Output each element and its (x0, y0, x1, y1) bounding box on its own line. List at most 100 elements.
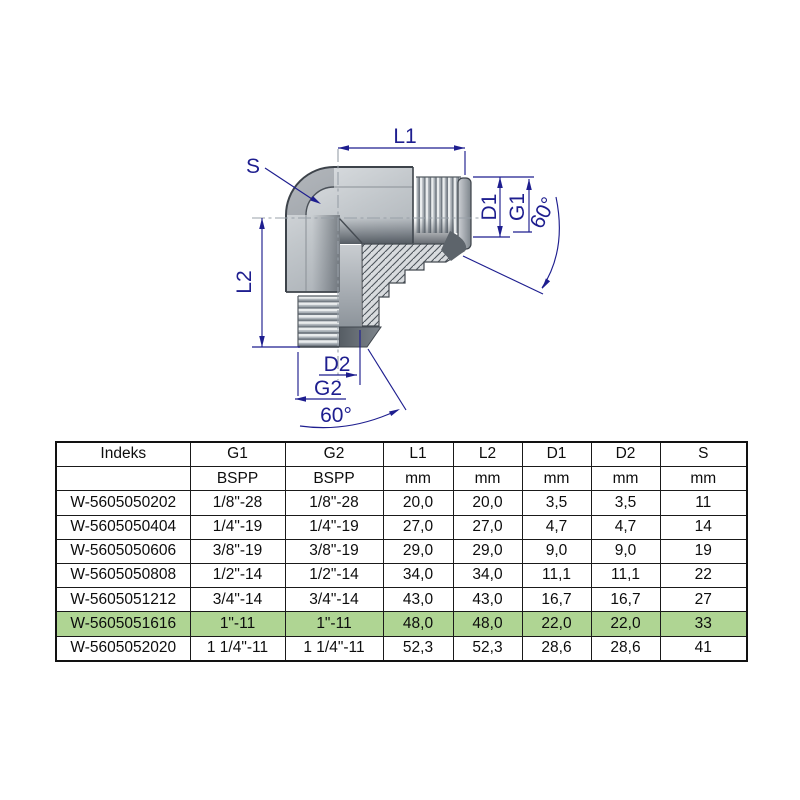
table-cell: 11,1 (590, 562, 661, 589)
column-header: G1 (189, 441, 286, 468)
table-cell: W-5605050404 (55, 514, 191, 540)
table-cell: 1/4"-19 (189, 514, 286, 540)
dim-label-s: S (246, 155, 260, 178)
dim-label-angle-top: 60° (526, 194, 561, 233)
cone-face-top (441, 231, 467, 261)
table-cell: 20,0 (382, 490, 454, 516)
unit-cell: mm (590, 466, 661, 492)
table-cell: 1/8"-28 (189, 490, 286, 516)
table-cell: 43,0 (452, 587, 523, 613)
dim-label-l2: L2 (233, 270, 256, 293)
table-cell: 22,0 (521, 611, 592, 637)
table-cell: 19 (659, 538, 748, 564)
unit-cell: mm (452, 466, 523, 492)
table-cell: 48,0 (382, 611, 454, 637)
table-cell: 4,7 (521, 514, 592, 540)
table-cell: 16,7 (590, 587, 661, 613)
dim-line-l1 (338, 147, 466, 175)
table-cell: 34,0 (452, 562, 523, 589)
column-header: S (659, 441, 748, 468)
table-cell: 20,0 (452, 490, 523, 516)
unit-cell: BSPP (189, 466, 286, 492)
unit-cell: mm (659, 466, 748, 492)
table-cell: 1/4"-19 (284, 514, 384, 540)
table-cell: 1"-11 (284, 611, 384, 637)
table-cell: 1 1/4"-11 (284, 635, 384, 662)
shading-left-arm (312, 215, 340, 292)
table-cell: 28,6 (590, 635, 661, 662)
table-cell: W-5605052020 (55, 635, 191, 662)
dimension-arrows (259, 145, 551, 416)
table-cell: 14 (659, 514, 748, 540)
table-cell: W-5605050808 (55, 562, 191, 589)
table-cell: 3/4"-14 (189, 587, 286, 613)
table-cell: 33 (659, 611, 748, 637)
table-cell: 3/8"-19 (189, 538, 286, 564)
table-cell: 29,0 (382, 538, 454, 564)
table-cell: 1 1/4"-11 (189, 635, 286, 662)
table-cell: 3,5 (521, 490, 592, 516)
table-cell: 1/2"-14 (284, 562, 384, 589)
table-cell: 52,3 (452, 635, 523, 662)
bore-d2 (339, 245, 361, 327)
table-cell: 1"-11 (189, 611, 286, 637)
dim-label-g1: G1 (506, 193, 529, 221)
table-cell: 3/4"-14 (284, 587, 384, 613)
column-header: D1 (521, 441, 592, 468)
chamfer-ext-bottom (367, 348, 407, 411)
table-cell: 43,0 (382, 587, 454, 613)
dim-label-angle-bottom: 60° (320, 404, 352, 427)
chamfer-ext-top (462, 255, 544, 295)
table-cell: 22,0 (590, 611, 661, 637)
table-cell: 16,7 (521, 587, 592, 613)
thread-bottom (297, 295, 339, 348)
table-cell: 11 (659, 490, 748, 516)
table-cell: 34,0 (382, 562, 454, 589)
unit-cell: BSPP (284, 466, 384, 492)
unit-cell (55, 466, 191, 492)
table-cell: 22 (659, 562, 748, 589)
centerlines (252, 149, 483, 380)
table-cell: 3,5 (590, 490, 661, 516)
fitting-diagram: L1 S L2 D1 G1 60° D2 G2 60° (233, 125, 561, 429)
column-header: G2 (284, 441, 384, 468)
table-cell: 28,6 (521, 635, 592, 662)
column-header: Indeks (55, 441, 191, 468)
table-cell: 4,7 (590, 514, 661, 540)
dim-label-l1: L1 (393, 125, 416, 148)
column-header: L2 (452, 441, 523, 468)
table-cell: 52,3 (382, 635, 454, 662)
dim-label-g2: G2 (314, 377, 342, 400)
dim-label-d1: D1 (478, 194, 501, 221)
dim-label-d2: D2 (324, 353, 351, 376)
column-header: D2 (590, 441, 661, 468)
table-cell: 9,0 (590, 538, 661, 564)
table-cell: 48,0 (452, 611, 523, 637)
dim-line-l2 (252, 218, 300, 348)
table-cell: 1/2"-14 (189, 562, 286, 589)
table-cell: 41 (659, 635, 748, 662)
table-cell: 9,0 (521, 538, 592, 564)
column-header: L1 (382, 441, 454, 468)
miter-line (338, 217, 363, 244)
unit-cell: mm (382, 466, 454, 492)
unit-cell: mm (521, 466, 592, 492)
table-cell: 11,1 (521, 562, 592, 589)
table-cell: W-5605050606 (55, 538, 191, 564)
table-cell: W-5605050202 (55, 490, 191, 516)
table-cell: 27,0 (382, 514, 454, 540)
table-cell: 29,0 (452, 538, 523, 564)
